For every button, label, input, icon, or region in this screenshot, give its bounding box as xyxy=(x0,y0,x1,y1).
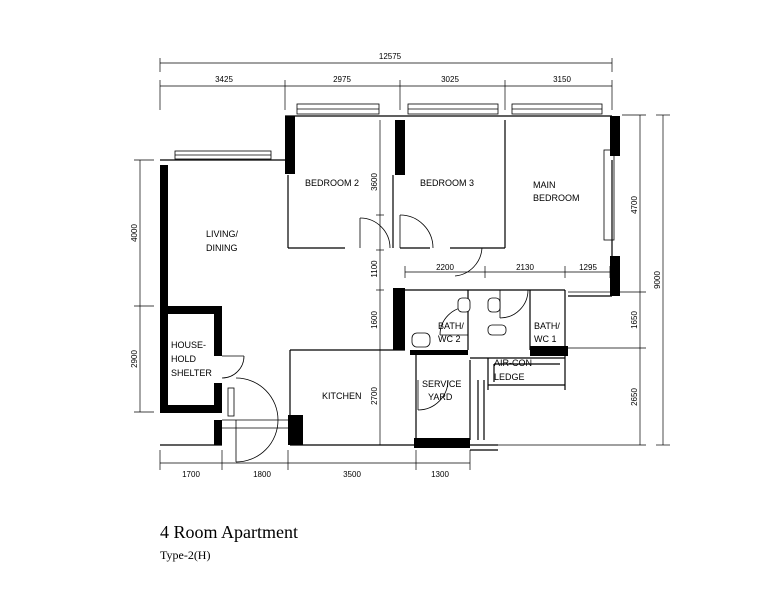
dim-bottom-seg: 1700 xyxy=(182,470,200,479)
dim-right-seg: 4700 xyxy=(630,196,639,214)
dim-right-seg: 1650 xyxy=(630,311,639,329)
dimension-lines xyxy=(134,58,670,470)
dim-bottom-seg: 1800 xyxy=(253,470,271,479)
sink-icon xyxy=(411,332,431,348)
dim-bottom-seg: 3500 xyxy=(343,470,361,479)
doors xyxy=(221,214,529,463)
dim-top-total: 12575 xyxy=(379,52,402,61)
wall-bedroom3-corner xyxy=(395,120,405,175)
wall-entrance-jamb xyxy=(214,420,222,445)
thin-walls xyxy=(160,115,613,451)
plan-subtitle: Type-2(H) xyxy=(160,548,211,562)
room-label-aircon-ledge: AIR-CON xyxy=(494,358,532,368)
dim-right-total: 9000 xyxy=(653,271,662,289)
wall-left-living xyxy=(160,165,168,413)
shelter-door-frame xyxy=(227,387,235,417)
room-labels: BEDROOM 2 BEDROOM 3 MAIN BEDROOM LIVING/… xyxy=(171,178,580,402)
dim-top-seg: 3025 xyxy=(441,75,459,84)
wall-shelter-right xyxy=(214,306,222,356)
room-label-household-shelter: HOUSE- xyxy=(171,340,206,350)
wall-bath2-left xyxy=(393,288,405,350)
room-label-household-shelter: SHELTER xyxy=(171,368,212,378)
room-label-bath-wc1: BATH/ xyxy=(534,321,560,331)
dim-corridor-seg: 2200 xyxy=(436,263,454,272)
dim-bottom-seg: 1300 xyxy=(431,470,449,479)
wall-shelter-top xyxy=(160,306,222,314)
dim-top-seg: 2975 xyxy=(333,75,351,84)
window-main-side xyxy=(603,149,615,241)
dimension-labels: 12575 3425 2975 3025 3150 1700 1800 3500… xyxy=(130,52,662,479)
room-label-service-yard: SERVICE xyxy=(422,379,461,389)
wall-shelter-bottom xyxy=(160,405,222,413)
room-label-bath-wc2: WC 2 xyxy=(438,334,461,344)
dim-interior: 1600 xyxy=(370,311,379,329)
wall-main-bedroom-corner xyxy=(610,116,620,156)
plan-title: 4 Room Apartment xyxy=(160,522,298,542)
dim-left-upper: 4000 xyxy=(130,224,139,242)
dim-corridor-seg: 2130 xyxy=(516,263,534,272)
dim-top-seg: 3425 xyxy=(215,75,233,84)
wall-service-bottom xyxy=(414,438,470,448)
wall-main-bedroom-lower xyxy=(610,256,620,296)
room-label-main-bedroom: BEDROOM xyxy=(533,193,580,203)
wall-bath2-bottom xyxy=(410,350,468,355)
wall-bedroom2-corner xyxy=(285,116,295,174)
room-label-bath-wc2: BATH/ xyxy=(438,321,464,331)
room-label-main-bedroom: MAIN xyxy=(533,180,556,190)
wall-kitchen-corner xyxy=(288,415,303,445)
dim-right-seg: 2650 xyxy=(630,388,639,406)
dim-interior: 1100 xyxy=(370,260,379,278)
dim-left-lower: 2900 xyxy=(130,350,139,368)
room-label-aircon-ledge: LEDGE xyxy=(494,372,525,382)
room-label-living-dining: LIVING/ xyxy=(206,229,239,239)
room-label-bedroom2: BEDROOM 2 xyxy=(305,178,359,188)
room-label-bath-wc1: WC 1 xyxy=(534,334,557,344)
room-label-bedroom3: BEDROOM 3 xyxy=(420,178,474,188)
bathroom-fixtures xyxy=(227,297,507,417)
room-label-kitchen: KITCHEN xyxy=(322,391,362,401)
dim-corridor-seg: 1295 xyxy=(579,263,597,272)
wall-shelter-right-low xyxy=(214,383,222,413)
sink-icon xyxy=(487,324,507,336)
room-label-service-yard: YARD xyxy=(428,392,453,402)
windows xyxy=(174,103,615,241)
wall-bath1-bottom xyxy=(530,346,568,356)
room-label-living-dining: DINING xyxy=(206,243,238,253)
toilet-icon xyxy=(487,297,501,313)
dim-top-seg: 3150 xyxy=(553,75,571,84)
thick-walls xyxy=(160,116,620,448)
room-label-household-shelter: HOLD xyxy=(171,354,197,364)
toilet-icon xyxy=(457,297,471,313)
dim-interior: 3600 xyxy=(370,173,379,191)
dim-interior: 2700 xyxy=(370,387,379,405)
